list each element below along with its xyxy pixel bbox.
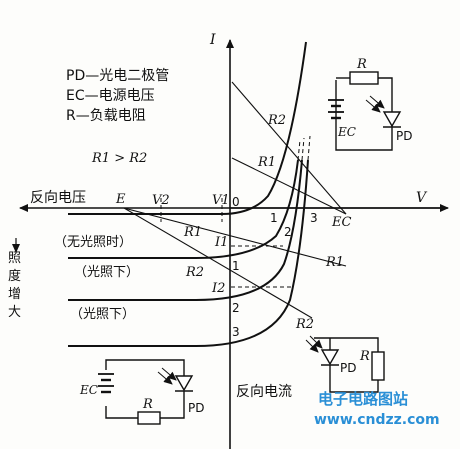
point-1-bottom: 1	[232, 259, 240, 273]
dark-curve	[68, 41, 307, 215]
origin-label: 0	[232, 195, 240, 209]
y-axis-label: I	[209, 32, 216, 48]
resistor-icon	[371, 351, 385, 381]
circuit-br-r: R	[359, 349, 370, 364]
point-ec: EC	[331, 215, 351, 230]
point-e: E	[115, 192, 126, 207]
reverse-current-label: 反向电流	[236, 384, 292, 400]
label-r1-bottom: R1	[183, 225, 202, 240]
light-curve-2	[68, 159, 303, 301]
legend-ec: EC—电源电压	[66, 88, 155, 104]
x-axis-label: V	[416, 190, 428, 206]
label-r2-right: R2	[295, 317, 314, 332]
resistor-icon	[349, 71, 379, 85]
legend-r: R—负载电阻	[66, 108, 146, 124]
load-line-r1-top	[231, 157, 347, 215]
load-line-r2-top	[231, 81, 347, 215]
watermark-title: 电子电路图站	[318, 390, 408, 408]
circuit-bl-r: R	[142, 397, 153, 412]
circuit-bl-ec: EC	[79, 383, 98, 397]
curve-label-light-2: （光照下）	[70, 307, 135, 322]
point-3-top: 3	[310, 211, 318, 225]
curve-label-dark: （无光照时）	[54, 235, 132, 250]
photodiode-icon	[305, 335, 340, 372]
legend-pd: PD—光电二极管	[66, 68, 169, 84]
label-r1-right: R1	[325, 255, 344, 270]
circuit-top-r: R	[356, 57, 367, 72]
point-2-bottom: 2	[232, 301, 240, 315]
curve-label-light-1: （光照下）	[74, 265, 139, 280]
circuit-bottom-left	[98, 359, 194, 425]
point-i2: I2	[211, 281, 225, 296]
point-v1: V1	[212, 193, 230, 208]
load-line-r1-bottom	[123, 207, 347, 267]
load-line-r2-bottom	[123, 207, 313, 319]
illumination-char-3: 增	[8, 287, 21, 302]
resistor-icon	[137, 411, 161, 425]
point-i1: I1	[214, 235, 228, 250]
reverse-voltage-label: 反向电压	[30, 190, 86, 206]
label-r1-top: R1	[257, 155, 276, 170]
circuit-top-pd: PD	[396, 129, 412, 143]
circuit-top-right	[328, 71, 402, 151]
dashed-extensions	[160, 135, 311, 288]
light-curve-3	[68, 159, 309, 347]
circuit-br-pd: PD	[340, 361, 356, 375]
photodiode-icon	[365, 95, 402, 128]
illumination-char-2: 度	[8, 268, 21, 284]
label-r2-top: R2	[267, 113, 286, 128]
label-r2-bottom: R2	[185, 265, 204, 280]
illumination-char-1: 照	[8, 251, 21, 266]
point-1-top: 1	[270, 211, 278, 225]
illumination-char-4: 大	[8, 305, 21, 320]
illumination-label: 照 度 增 大	[8, 238, 21, 320]
photodiode-icon	[157, 367, 194, 398]
watermark-url: www.cndzz.com	[314, 412, 440, 428]
circuit-bl-pd: PD	[188, 401, 204, 415]
light-curve-1	[68, 159, 299, 259]
resistance-relation: R1 > R2	[91, 151, 147, 166]
point-v2: V2	[152, 193, 170, 208]
point-3-bottom: 3	[232, 325, 240, 339]
point-2-top: 2	[284, 225, 292, 239]
circuit-top-ec: EC	[337, 125, 356, 139]
load-lines	[123, 81, 347, 319]
circuit-bottom-right	[305, 335, 385, 393]
